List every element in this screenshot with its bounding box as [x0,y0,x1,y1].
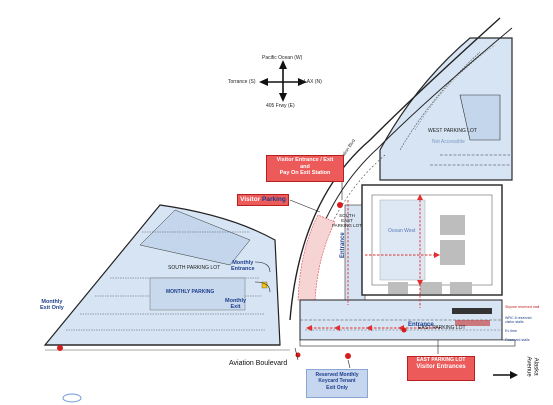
building-block-d [420,282,442,294]
building-block-c [388,282,408,294]
east-lot-callout-line1: EAST PARKING LOT [416,357,466,363]
monthly-exit-only-label: Monthly Exit Only [40,299,64,312]
alaska-arrow-head [510,371,518,379]
compass-rose [259,60,307,102]
compass-west-label: Torrance (S) [228,79,256,85]
monthly-exit-marker [57,345,63,351]
alaska-avenue-label: Alaska Avenue [526,356,539,377]
building-block-b [440,240,465,265]
entrance-marker-top [337,202,343,208]
building-block-e [450,282,472,294]
visitor-route [310,200,440,329]
visitor-parking-word: Parking [262,196,286,203]
legend-wrc: WRC 8 reserved visitor stalls [505,316,532,324]
east-lot-callout-line2: Visitor Entrances [416,363,466,370]
south-east-lot-label: SOUTH EAST PARKING LOT [332,213,362,228]
south-marker [295,352,301,358]
west-lot-note: Not Accessible [432,139,465,145]
visitor-parking-callout: Visitor Parking [237,194,289,206]
monthly-exit-label: Monthly Exit [225,298,247,311]
compass-south-label: 405 Frwy (E) [266,103,295,109]
south-east-lot [297,214,336,301]
ocean-west-label: Ocean West [388,228,416,234]
aviation-boulevard-label: Aviation Boulevard [229,360,288,367]
legend-skyone: Skyone reserved stall [505,305,540,309]
south-lot-label: SOUTH PARKING LOT [168,265,221,271]
west-lot-structure [459,94,501,141]
legend-reserved: Reserved stalls [505,338,530,342]
entrance-bottom-label: Entrance [408,322,434,328]
monthly-parking-label: MONTHLY PARKING [166,289,215,295]
visitor-parking-prefix: Visitor [240,196,263,203]
compass-east-label: LAX (N) [304,79,322,85]
building-block-a [440,215,465,235]
monthly-parking-structure [149,277,246,311]
entrance-vertical-label: Entrance [340,232,346,258]
monthly-entrance-label: Monthly Entrance [231,260,255,273]
reserved-monthly-callout: Reserved Monthly Keycard Tenant Exit Onl… [306,369,368,398]
east-lot-marker [401,327,407,333]
west-lot-label: WEST PARKING LOT [428,128,477,134]
entrance-marker-bottom [345,353,351,359]
oval-marker [62,393,82,403]
compass-north-label: Pacific Ocean (W) [262,55,303,61]
east-lot-label: EAST PARKING LOT [418,325,466,331]
east-lot-visitor-callout: EAST PARKING LOT Visitor Entrances [407,356,475,381]
visitor-entrance-exit-callout: Visitor Entrance / Exit and Pay On Exit … [266,155,344,182]
legend-ev: Ev time [505,329,517,333]
west-parking-lot [379,37,513,181]
